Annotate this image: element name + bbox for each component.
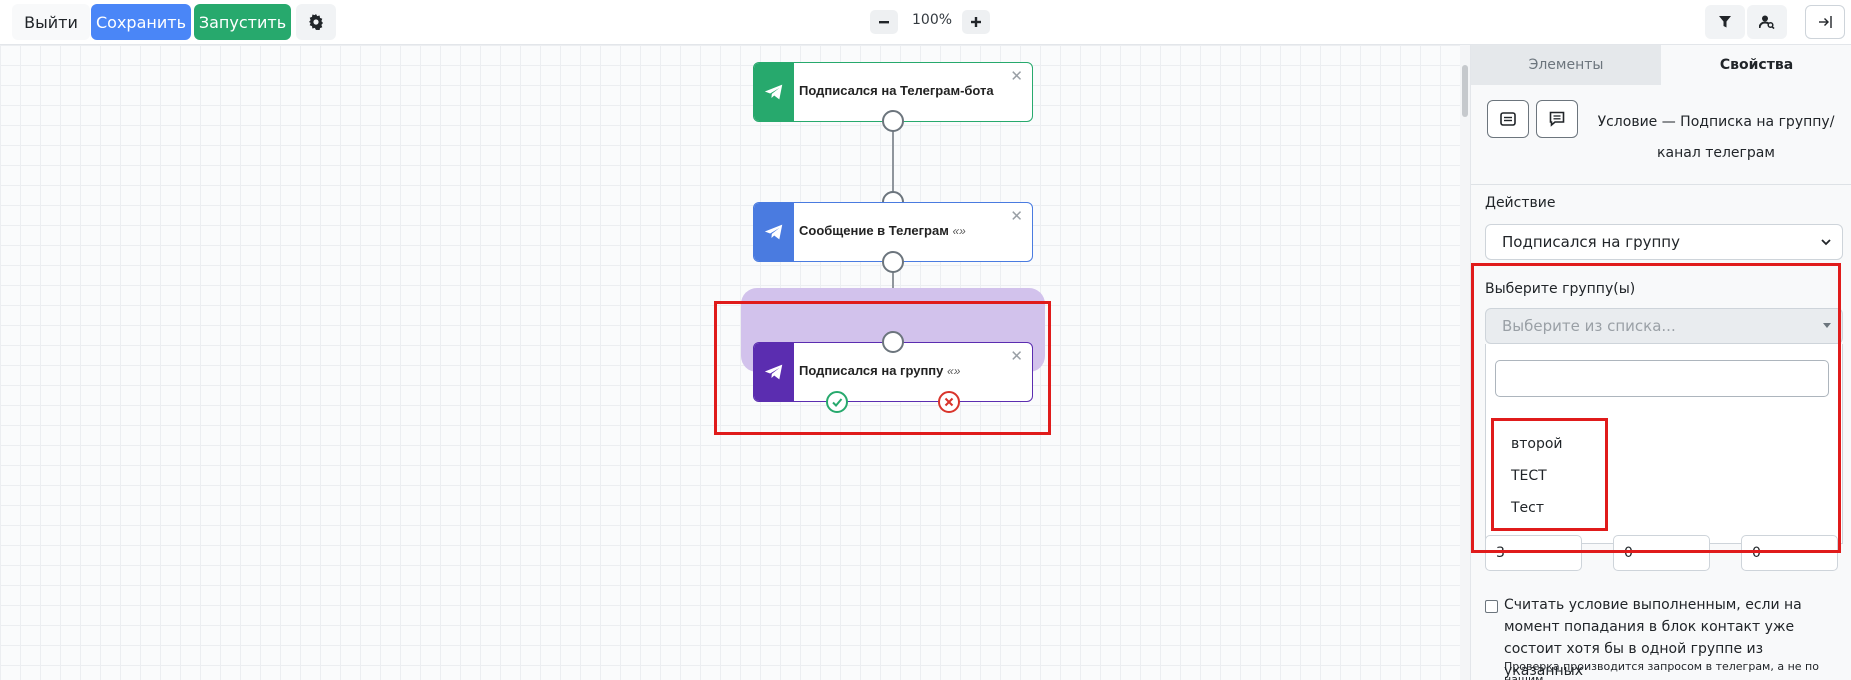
properties-title: Условие — Подписка на группу/канал телег… (1597, 114, 1835, 161)
comment-icon (1549, 111, 1565, 127)
tab-elements[interactable]: Элементы (1471, 45, 1661, 85)
number-select-value: 0 (1752, 545, 1761, 561)
node-title: Подписался на Телеграм-бота (799, 83, 994, 98)
checkbox-label: Считать условие выполненным, если на мом… (1504, 597, 1802, 679)
settings-button[interactable] (296, 4, 336, 40)
close-icon[interactable]: ✕ (1010, 67, 1023, 85)
zoom-level: 100% (912, 12, 953, 28)
arrow-right-bar-icon (1819, 16, 1832, 28)
save-button[interactable]: Сохранить (91, 4, 191, 40)
plus-icon (971, 17, 981, 27)
help-note: Проверка производится запросом в телегра… (1504, 660, 1819, 680)
comment-button[interactable] (1536, 100, 1578, 138)
group-label: Выберите группу(ы) (1485, 281, 1636, 297)
close-icon[interactable]: ✕ (1010, 207, 1023, 225)
dropdown-search-input[interactable] (1495, 360, 1829, 397)
filter-icon (1719, 16, 1731, 28)
properties-panel: Элементы Свойства Условие — Подписка на … (1470, 45, 1851, 680)
telegram-icon (764, 84, 783, 100)
fail-output-port[interactable] (938, 391, 960, 413)
exit-button[interactable]: Выйти (12, 4, 90, 40)
number-select[interactable]: 0 (1741, 535, 1838, 571)
check-icon (832, 398, 843, 407)
panel-tabs: Элементы Свойства (1471, 45, 1851, 85)
x-icon (944, 397, 954, 407)
user-search-icon (1759, 15, 1775, 30)
node-quote: «» (947, 364, 961, 378)
node-icon-strip (754, 343, 794, 401)
minus-icon (879, 21, 889, 24)
action-select-value: Подписался на группу (1502, 233, 1680, 251)
dropdown-item[interactable]: второй (1511, 436, 1563, 452)
number-input[interactable]: 3 (1485, 535, 1582, 571)
action-label: Действие (1485, 195, 1556, 211)
divider (1471, 184, 1851, 185)
collapse-panel-button[interactable] (1805, 5, 1845, 39)
gear-icon (309, 14, 323, 30)
number-select-value: 0 (1624, 545, 1633, 561)
node-title: Подписался на группу «» (799, 363, 960, 378)
node-icon-strip (754, 203, 794, 261)
tab-properties[interactable]: Свойства (1661, 45, 1851, 85)
telegram-icon (764, 224, 783, 240)
flow-node-group-subscribe[interactable]: Подписался на группу «» ✕ (753, 342, 1033, 402)
node-title-text: Сообщение в Телеграм (799, 223, 949, 238)
already-member-checkbox[interactable] (1485, 600, 1498, 613)
node-icon-strip (754, 63, 794, 121)
action-select[interactable]: Подписался на группу (1485, 224, 1843, 260)
node-title: Сообщение в Телеграм «» (799, 223, 966, 238)
user-search-button[interactable] (1747, 5, 1787, 39)
chevron-down-icon (1821, 239, 1831, 246)
dropdown-item[interactable]: ТЕСТ (1511, 468, 1547, 484)
node-output-port[interactable] (882, 251, 904, 273)
canvas-scrollbar[interactable] (1460, 45, 1470, 680)
node-quote: «» (952, 224, 966, 238)
node-title-text: Подписался на группу (799, 363, 944, 378)
message-square-icon (1500, 112, 1516, 126)
group-select-placeholder: Выберите из списка... (1502, 317, 1676, 335)
top-toolbar: Выйти Сохранить Запустить 100% (0, 0, 1851, 45)
flow-canvas[interactable] (0, 45, 1460, 680)
telegram-icon (764, 364, 783, 380)
success-output-port[interactable] (826, 391, 848, 413)
caret-down-icon (1823, 323, 1831, 328)
number-select[interactable]: 0 (1613, 535, 1710, 571)
close-icon[interactable]: ✕ (1010, 347, 1023, 365)
node-input-port[interactable] (882, 331, 904, 353)
filter-button[interactable] (1705, 5, 1745, 39)
group-dropdown: второй ТЕСТ Тест (1485, 344, 1843, 544)
message-type-button[interactable] (1487, 100, 1529, 138)
zoom-in-button[interactable] (962, 10, 990, 34)
scrollbar-thumb[interactable] (1462, 65, 1468, 117)
run-button[interactable]: Запустить (194, 4, 291, 40)
dropdown-item[interactable]: Тест (1511, 500, 1545, 516)
group-select[interactable]: Выберите из списка... (1485, 308, 1843, 344)
zoom-out-button[interactable] (870, 10, 898, 34)
node-output-port[interactable] (882, 110, 904, 132)
connector-line (892, 121, 894, 203)
